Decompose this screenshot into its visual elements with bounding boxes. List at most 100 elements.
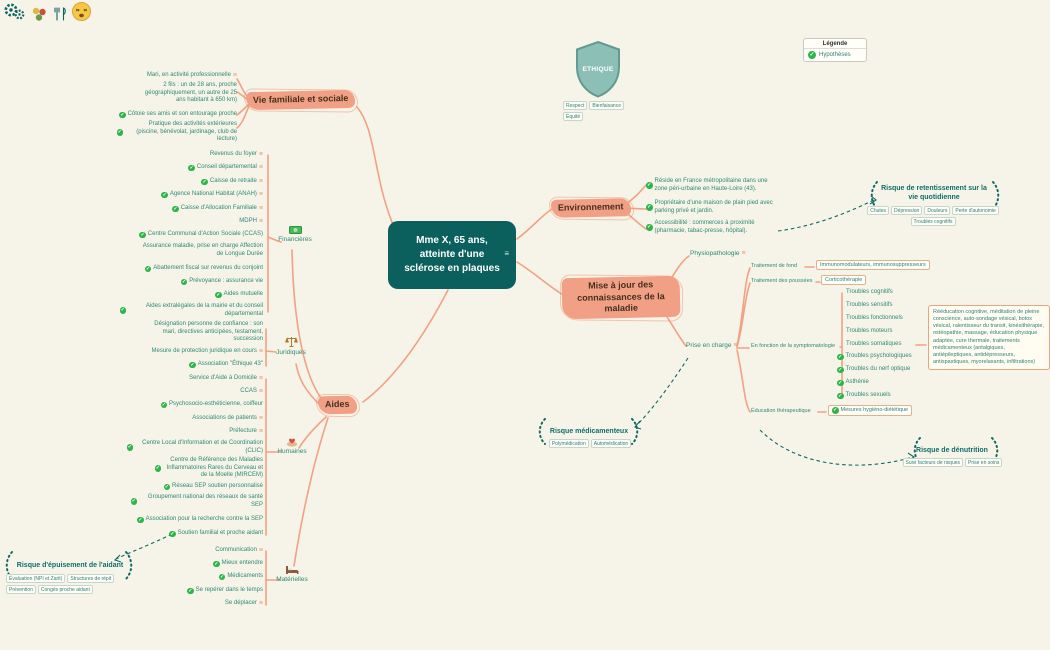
node-trouble[interactable]: ✓Troubles du nerf optique bbox=[837, 366, 910, 374]
node-humaine[interactable]: ✓Centre Local d'Information et de Coordi… bbox=[98, 440, 263, 455]
node-trouble[interactable]: Troubles moteurs bbox=[846, 328, 892, 336]
node-activites[interactable]: ✓Pratique des activités extérieures (pis… bbox=[113, 121, 237, 144]
notes-icon[interactable]: ≡ bbox=[258, 205, 263, 213]
node-financiere[interactable]: ✓Prévoyance : assurance vie bbox=[100, 278, 263, 286]
node-mesures-hygieno[interactable]: ✓Mesures hygiéno-diététique bbox=[828, 405, 913, 416]
topic-risque-medicamenteux[interactable]: Risque médicamenteux bbox=[549, 428, 629, 435]
topic-risque-retentissement[interactable]: Risque de retentissement sur la vie quot… bbox=[881, 185, 987, 202]
notes-icon[interactable]: ≡ bbox=[258, 547, 263, 555]
node-financiere[interactable]: ✓Conseil départemental≡ bbox=[100, 164, 263, 172]
node-materielle[interactable]: ✓Mieux entendre bbox=[98, 560, 263, 568]
notes-icon[interactable]: ≡ bbox=[258, 600, 263, 608]
node-financiere[interactable]: MDPH≡ bbox=[100, 218, 263, 226]
node-materielle[interactable]: Se déplacer≡ bbox=[98, 600, 263, 608]
notes-icon[interactable]: ≡ bbox=[504, 249, 509, 258]
notes-icon[interactable]: ≡ bbox=[232, 72, 237, 80]
notes-icon[interactable]: ≡ bbox=[258, 388, 263, 396]
node-financiere[interactable]: Assurance maladie, prise en charge Affec… bbox=[100, 243, 263, 258]
group-humaines[interactable]: Humaines bbox=[268, 435, 316, 455]
node-humaine[interactable]: Préfecture≡ bbox=[98, 428, 263, 436]
node-proprietaire[interactable]: ✓Propriétaire d'une maison de plain pied… bbox=[646, 200, 778, 215]
notes-icon[interactable]: ≡ bbox=[733, 342, 738, 349]
node-humaine[interactable]: ✓Centre de Référence des Maladies Inflam… bbox=[98, 457, 263, 480]
node-education-therapeutique[interactable]: Éducation thérapeutique bbox=[751, 408, 811, 414]
node-trouble[interactable]: ✓Troubles sexuels bbox=[837, 392, 891, 400]
node-financiere[interactable]: ✓Aides extralégales de la mairie et du c… bbox=[100, 303, 263, 318]
node-immunomodulateurs[interactable]: Immunomodulateurs, immunosuppresseurs bbox=[816, 260, 930, 270]
node-reside[interactable]: ✓Réside en France métropolitaine dans un… bbox=[646, 178, 778, 193]
node-juridique[interactable]: ✓Association "Éthique 43" bbox=[98, 361, 263, 369]
node-humaine[interactable]: CCAS≡ bbox=[98, 388, 263, 396]
tag[interactable]: Suivi facteurs de risques bbox=[902, 458, 964, 467]
tag[interactable]: Évaluation (NPI et Zarit) bbox=[6, 574, 66, 583]
tag[interactable]: Polymédication bbox=[548, 439, 589, 448]
tag[interactable]: Automédication bbox=[590, 439, 632, 448]
group-materielles[interactable]: Matérielles bbox=[266, 564, 318, 583]
topic-vie-familiale[interactable]: Vie familiale et sociale bbox=[245, 89, 356, 110]
notes-icon[interactable]: ≡ bbox=[741, 250, 746, 257]
notes-icon[interactable]: ≡ bbox=[258, 348, 263, 356]
node-juridique[interactable]: Désignation personne de confiance : son … bbox=[98, 321, 263, 344]
topic-aides[interactable]: Aides bbox=[317, 395, 357, 415]
node-amis[interactable]: ✓Côtoie ses amis et son entourage proche bbox=[110, 111, 237, 119]
tag[interactable]: Dépression bbox=[891, 206, 923, 215]
node-humaine[interactable]: Associations de patients≡ bbox=[98, 415, 263, 423]
node-financiere[interactable]: ✓Abattement fiscal sur revenus du conjoi… bbox=[100, 265, 263, 273]
topic-risque-epuisement[interactable]: Risque d'épuisement de l'aidant bbox=[16, 562, 124, 569]
node-physiopathologie[interactable]: Physiopathologie≡ bbox=[690, 250, 746, 257]
notes-icon[interactable]: ≡ bbox=[258, 375, 263, 383]
node-financiere[interactable]: ✓Caisse de retraite≡ bbox=[100, 178, 263, 186]
group-financieres[interactable]: Financières bbox=[270, 225, 320, 243]
notes-icon[interactable]: ≡ bbox=[258, 164, 263, 172]
node-prise-en-charge[interactable]: Prise en charge≡ bbox=[686, 342, 738, 349]
ethique-topic[interactable]: ETHIQUE bbox=[563, 40, 633, 103]
node-trouble[interactable]: Troubles somatiques bbox=[846, 341, 901, 349]
notes-icon[interactable]: ≡ bbox=[258, 191, 263, 199]
tag[interactable]: Chutes bbox=[867, 206, 890, 215]
node-fils[interactable]: 2 fils : un de 28 ans, proche géographiq… bbox=[137, 82, 237, 105]
notes-icon[interactable]: ≡ bbox=[258, 415, 263, 423]
node-traitement-poussees[interactable]: Traitement des poussées bbox=[751, 278, 813, 284]
node-humaine[interactable]: ✓Groupement national des réseaux de sant… bbox=[98, 494, 263, 509]
notes-icon[interactable]: ≡ bbox=[258, 428, 263, 436]
node-trouble[interactable]: ✓Troubles psychologiques bbox=[837, 353, 912, 361]
node-financiere[interactable]: Revenus du foyer≡ bbox=[100, 151, 263, 159]
node-humaine[interactable]: ✓Soutien familial et proche aidant bbox=[98, 530, 263, 538]
topic-risque-denutrition[interactable]: Risque de dénutrition bbox=[916, 447, 988, 454]
node-financiere[interactable]: ✓Aides mutuelle bbox=[100, 291, 263, 299]
node-humaine[interactable]: ✓Psychosocio-esthéticienne, coiffeur bbox=[98, 401, 263, 409]
node-humaine[interactable]: ✓Association pour la recherche contre la… bbox=[98, 516, 263, 524]
notes-icon[interactable]: ≡ bbox=[258, 151, 263, 159]
tag[interactable]: Perte d'autonomie bbox=[952, 206, 999, 215]
ethique-tag[interactable]: Bienfaisance bbox=[589, 101, 624, 110]
group-juridiques[interactable]: Juridiques bbox=[266, 335, 316, 356]
note-treatments[interactable]: Rééducation cognitive, méditation de ple… bbox=[928, 305, 1050, 371]
node-trouble[interactable]: Troubles cognitifs bbox=[846, 289, 893, 297]
node-financiere[interactable]: ✓Centre Communal d'Action Sociale (CCAS) bbox=[100, 231, 263, 239]
node-trouble[interactable]: ✓Asthénie bbox=[837, 379, 869, 387]
node-materielle[interactable]: Communication≡ bbox=[98, 547, 263, 555]
node-humaine[interactable]: ✓Réseau SEP soutien personnalisé bbox=[98, 483, 263, 491]
node-symptomatologie[interactable]: En fonction de la symptomatologie bbox=[751, 343, 835, 349]
tag[interactable]: Prise en soins bbox=[965, 458, 1003, 467]
tag[interactable]: Structures de répit bbox=[67, 574, 115, 583]
tag[interactable]: Douleurs bbox=[924, 206, 951, 215]
notes-icon[interactable]: ≡ bbox=[258, 218, 263, 226]
node-juridique[interactable]: Mesure de protection juridique en cours≡ bbox=[98, 348, 264, 356]
central-topic[interactable]: Mme X, 65 ans, atteinte d'une sclérose e… bbox=[388, 221, 516, 289]
notes-icon[interactable]: ≡ bbox=[258, 178, 263, 186]
node-mari[interactable]: Mari, en activité professionnelle≡ bbox=[130, 72, 237, 80]
node-humaine[interactable]: Service d'Aide à Domicile≡ bbox=[98, 375, 263, 383]
node-trouble[interactable]: Troubles fonctionnels bbox=[846, 315, 903, 323]
topic-maladie[interactable]: Mise à jour des connaissances de la mala… bbox=[561, 275, 681, 320]
node-traitement-fond[interactable]: Traitement de fond bbox=[751, 263, 797, 269]
tag[interactable]: Congés proche aidant bbox=[37, 585, 93, 594]
ethique-tag[interactable]: Équité bbox=[563, 112, 584, 121]
node-accessibilite[interactable]: ✓Accessibilité : commerces à proximité (… bbox=[646, 220, 778, 235]
node-materielle[interactable]: ✓Se repérer dans le temps bbox=[98, 587, 263, 595]
ethique-tag[interactable]: Respect bbox=[563, 101, 588, 110]
node-trouble[interactable]: Troubles sensitifs bbox=[846, 302, 892, 310]
topic-environnement[interactable]: Environnement bbox=[550, 198, 631, 218]
node-materielle[interactable]: ✓Médicaments bbox=[98, 573, 263, 581]
tag[interactable]: Troubles cognitifs bbox=[910, 217, 956, 226]
